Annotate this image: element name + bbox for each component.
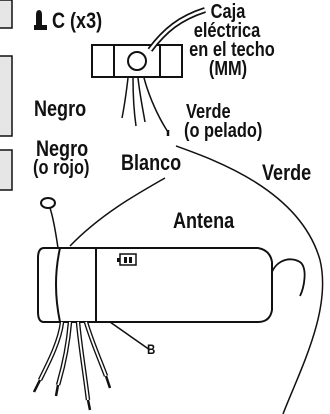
left-panel-middle (0, 55, 13, 137)
left-panel-top (0, 0, 13, 29)
black-or-red-label-line-2: (o rojo) (33, 157, 90, 179)
white-wire-label: Blanco (121, 150, 182, 175)
green-wire-label: Verde (262, 160, 312, 185)
receiver-leader-line (109, 321, 151, 351)
ceiling-junction-box (91, 7, 206, 78)
ceiling-box-label-line-1: Caja (210, 1, 246, 23)
green-wire (175, 145, 324, 414)
ceiling-wires (121, 77, 169, 133)
receiver-bottom-leads (32, 321, 112, 411)
dip-switch (117, 253, 137, 266)
connector-count-label: C (x3) (52, 8, 103, 33)
antenna-label: Antena (173, 208, 235, 233)
ceiling-box-label-line-4: (MM) (208, 58, 248, 80)
black-or-red-label-line-1: Negro (36, 136, 89, 161)
wire-connector-icon (34, 10, 47, 30)
antenna-wire (269, 258, 306, 297)
left-panel-bottom (0, 149, 13, 191)
ceiling-box-label-line-3: en el techo (189, 39, 275, 61)
ceiling-box-label-line-2: eléctrica (193, 20, 261, 42)
green-or-bare-label-line-2: (o pelado) (184, 120, 263, 142)
black-wire-label: Negro (34, 96, 87, 121)
receiver-module (37, 247, 273, 323)
ring-terminal (40, 197, 59, 249)
receiver-lead-wire (69, 177, 166, 247)
green-or-bare-label-line-1: Verde (186, 101, 231, 123)
receiver-label: B (147, 341, 156, 357)
